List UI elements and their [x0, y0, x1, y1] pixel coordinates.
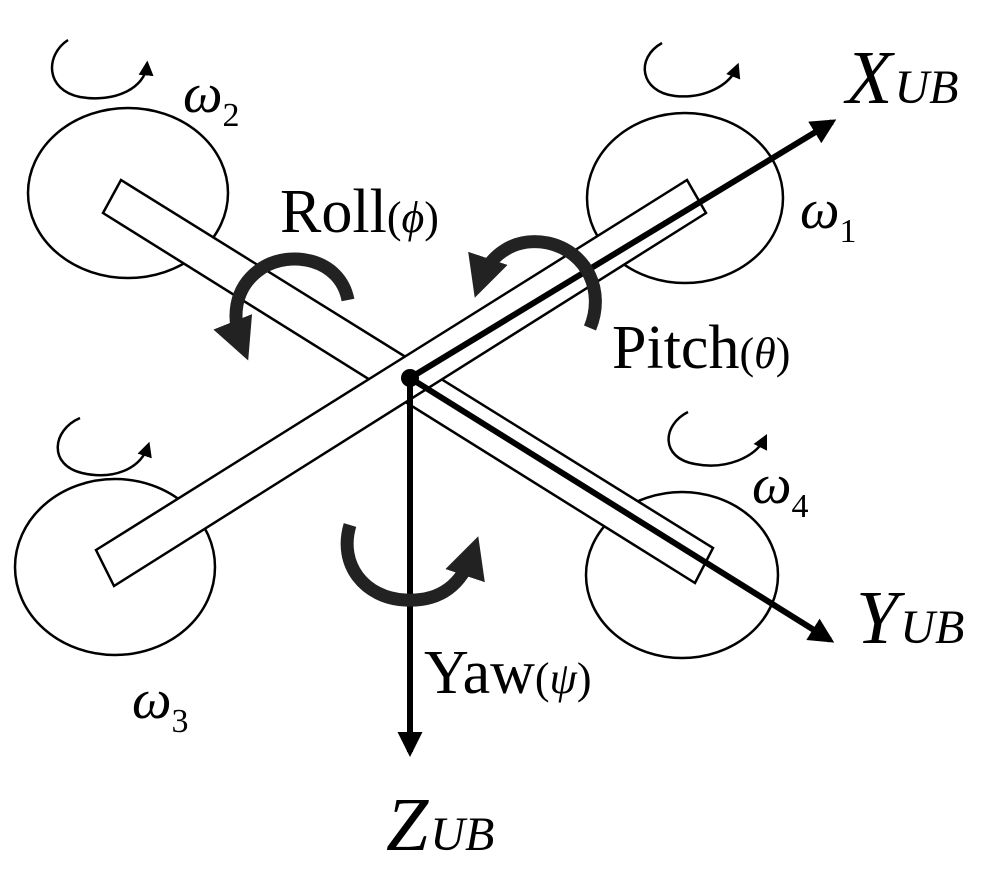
roll-label-word: Roll: [280, 178, 387, 246]
z-axis-label-main: Z: [386, 783, 429, 867]
y-axis-arrow: [408, 375, 835, 643]
pitch-label-word: Pitch: [612, 314, 739, 382]
rotor-1-circle: [585, 111, 785, 285]
omega-1-sub: 1: [840, 213, 857, 250]
roll-label: Roll(ϕ): [280, 178, 439, 246]
x-axis-label-main: X: [843, 36, 895, 120]
roll-rotation-icon: [213, 252, 355, 361]
x-axis-label: XUB: [843, 36, 958, 120]
arm-3-1: [94, 178, 708, 588]
omega-2-sub: 2: [223, 97, 240, 134]
rotor-1-spin-icon: [643, 41, 741, 98]
omega-1-label: ω1: [800, 179, 857, 250]
rotor-3-circle: [13, 477, 217, 657]
yaw-label-symbol: ψ: [550, 654, 578, 703]
pitch-label: Pitch(θ): [612, 314, 790, 382]
y-axis-label-main: Y: [856, 576, 906, 660]
roll-label-symbol: ϕ: [401, 193, 424, 242]
z-axis-label: ZUB: [386, 783, 494, 867]
y-axis-label: YUB: [856, 576, 964, 660]
rotor-2-spin-icon: [50, 38, 154, 100]
yaw-rotation-icon: [340, 523, 485, 607]
rotor-4-spin-icon: [667, 410, 768, 467]
rotor-2-circle: [26, 106, 230, 280]
omega-1-main: ω: [800, 179, 840, 241]
x-axis-label-sub: UB: [894, 61, 958, 114]
pitch-rotation-icon: [468, 235, 602, 331]
y-axis-label-sub: UB: [900, 601, 964, 654]
yaw-label: Yaw(ψ): [424, 639, 592, 707]
omega-4-label: ω4: [752, 454, 809, 525]
pitch-label-symbol: θ: [754, 329, 776, 378]
omega-3-label: ω3: [132, 669, 189, 740]
yaw-label-word: Yaw: [424, 639, 535, 707]
body-origin: [401, 369, 419, 387]
omega-4-sub: 4: [792, 488, 809, 525]
omega-4-main: ω: [752, 454, 792, 516]
omega-2-main: ω: [183, 63, 223, 125]
x-axis-arrow: [408, 119, 837, 381]
omega-3-sub: 3: [172, 703, 189, 740]
omega-2-label: ω2: [183, 63, 240, 134]
z-axis-label-sub: UB: [430, 808, 494, 861]
rotor-3-spin-icon: [56, 416, 152, 477]
omega-3-main: ω: [132, 669, 172, 731]
rotor-4-circle: [584, 490, 780, 660]
